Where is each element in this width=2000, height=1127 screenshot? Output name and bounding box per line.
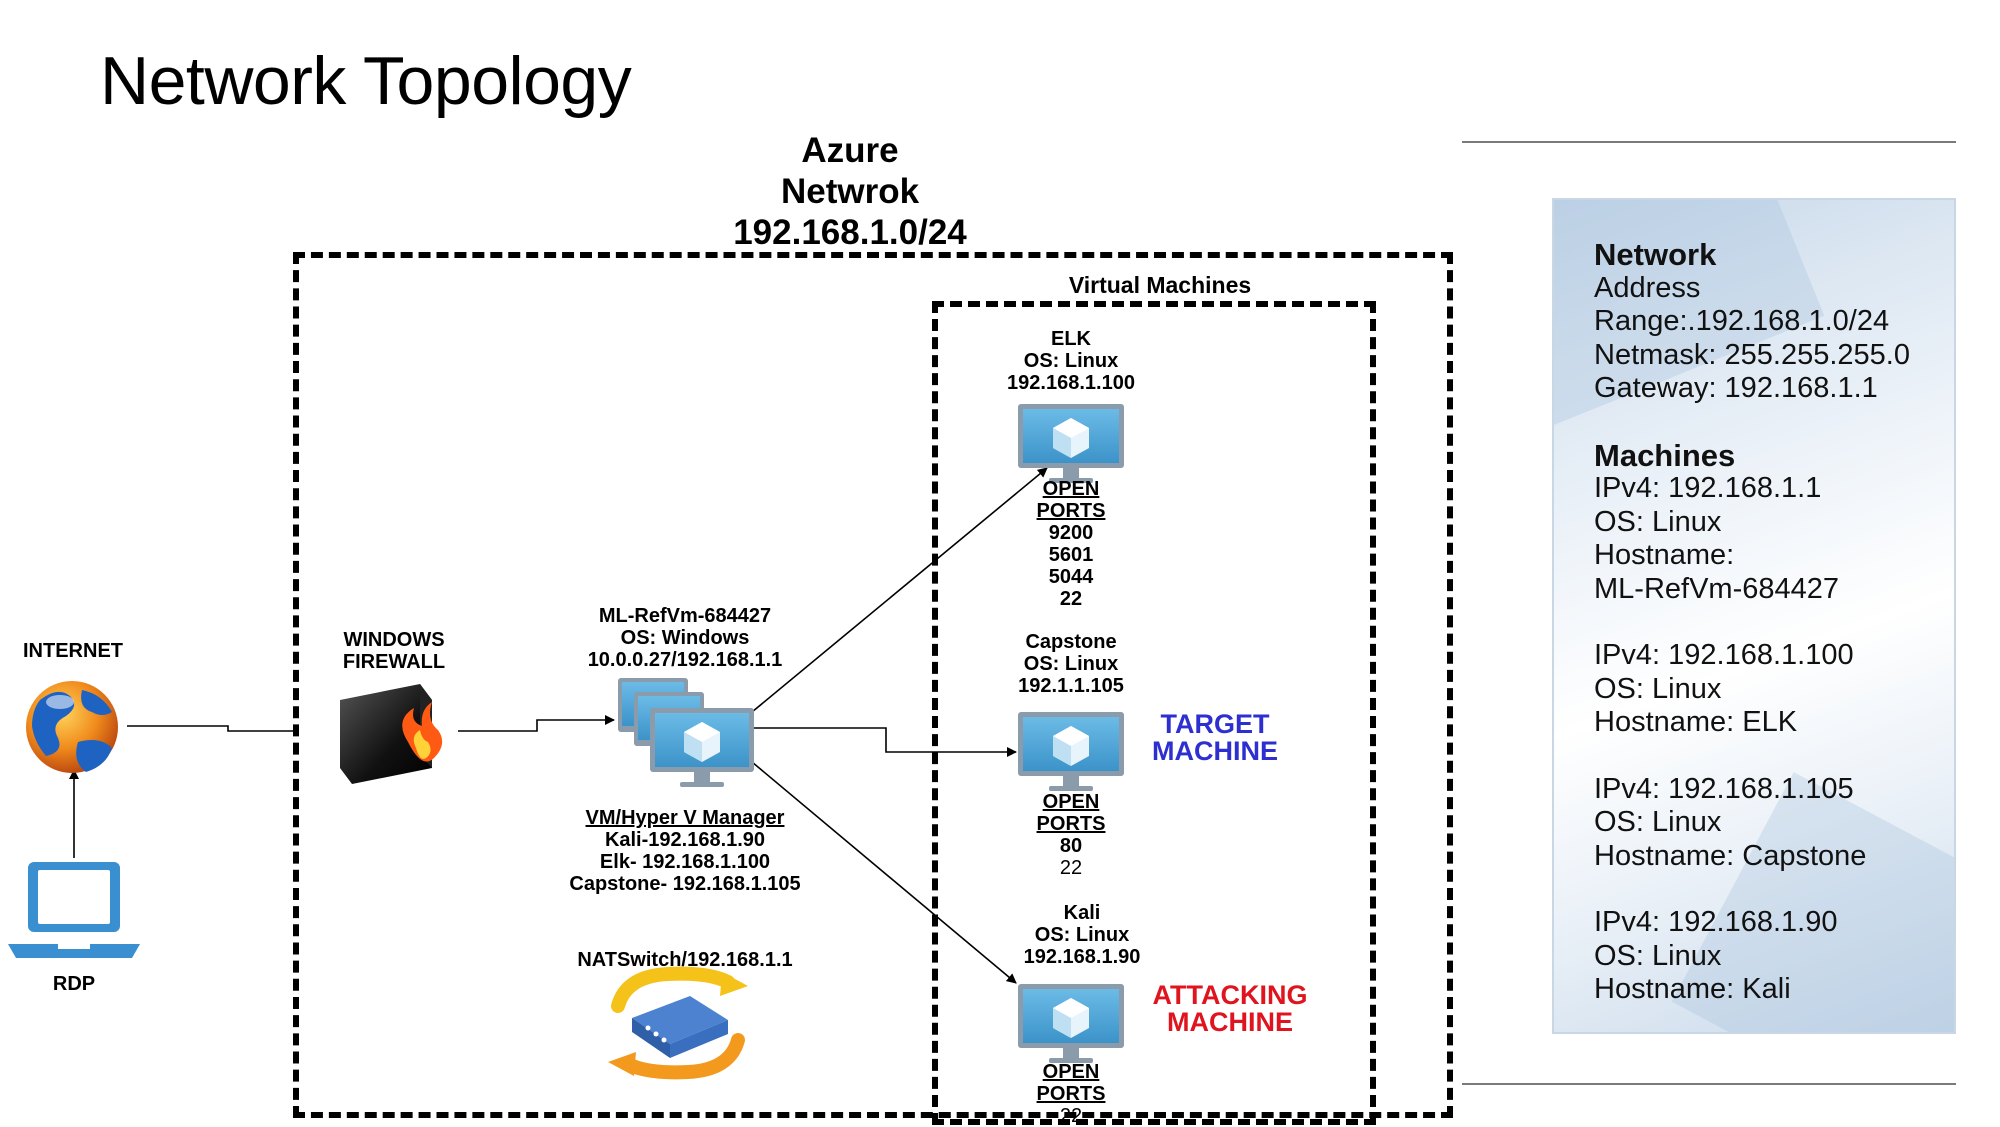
machine-line: IPv4: 192.168.1.1	[1594, 472, 1822, 504]
machine-line: OS: Linux	[1594, 806, 1722, 838]
internet-label: INTERNET	[23, 640, 123, 662]
hyperv-manager-label: VM/Hyper V Manager Kali-192.168.1.90 Elk…	[530, 807, 840, 895]
kali-ip: 192.168.1.90	[1023, 946, 1141, 968]
machines-heading: Machines	[1594, 437, 1736, 473]
kali-ports-label-1: OPEN	[1042, 1061, 1100, 1083]
network-title: Azure Netwrok 192.168.1.0/24	[620, 130, 1080, 253]
machine-line: IPv4: 192.168.1.105	[1594, 772, 1854, 805]
monitor-icon-capstone	[1018, 712, 1124, 791]
elk-os: OS: Linux	[1023, 350, 1119, 372]
machine-line: IPv4: 192.168.1.90	[1594, 906, 1838, 938]
link-internet-firewall	[127, 725, 296, 732]
kali-ports: OPEN PORTS 22	[1011, 1061, 1131, 1127]
link-host-kali	[751, 761, 1017, 984]
machine-line: Hostname: ELK	[1594, 706, 1798, 738]
machine-line: Hostname: Capstone	[1594, 839, 1867, 872]
host-os: OS: Windows	[620, 627, 750, 649]
connection-lines	[69, 467, 1048, 984]
virtual-machines-boundary	[932, 301, 1376, 1125]
capstone-port: 80	[1059, 835, 1083, 857]
hyperv-manager-line: Elk- 192.168.1.100	[599, 851, 771, 873]
firewall-label: WINDOWS FIREWALL	[320, 629, 468, 673]
natswitch-label: NATSwitch/192.168.1.1	[577, 949, 793, 971]
elk-port: 22	[1059, 588, 1083, 610]
network-title-line1: Azure	[801, 131, 899, 170]
network-line: Range:.192.168.1.0/24	[1594, 305, 1890, 337]
elk-port: 9200	[1048, 522, 1094, 544]
capstone-name: Capstone	[1025, 631, 1117, 653]
firewall-label-line2: FIREWALL	[342, 651, 446, 673]
attacking-machine-tag: ATTACKING MACHINE	[1130, 982, 1330, 1036]
network-title-line3: 192.168.1.0/24	[733, 213, 967, 252]
divider-bottom	[1462, 1083, 1956, 1085]
globe-icon	[26, 681, 118, 773]
kali-name: Kali	[1063, 902, 1101, 924]
elk-label: ELK OS: Linux 192.168.1.100	[971, 328, 1171, 394]
elk-ports-label-1: OPEN	[1042, 478, 1100, 500]
elk-name: ELK	[1051, 328, 1091, 350]
capstone-ip: 192.1.1.105	[1018, 675, 1124, 697]
capstone-ports: OPEN PORTS 80 22	[1011, 791, 1131, 879]
capstone-port: 22	[1059, 857, 1083, 879]
capstone-ports-label-2: PORTS	[1036, 813, 1106, 835]
virtual-machines-label: Virtual Machines	[1068, 272, 1252, 298]
hyperv-manager-line: Capstone- 192.168.1.105	[569, 873, 801, 895]
kali-os: OS: Linux	[1034, 924, 1130, 946]
elk-port: 5601	[1048, 544, 1094, 566]
firewall-label-line1: WINDOWS	[343, 629, 445, 651]
elk-port: 5044	[1048, 566, 1094, 588]
capstone-os: OS: Linux	[1023, 653, 1119, 675]
vm-stack-icon	[618, 678, 754, 787]
azure-network-boundary	[293, 252, 1453, 1118]
monitor-icon-kali	[1018, 984, 1124, 1063]
hyperv-manager-title: VM/Hyper V Manager	[585, 807, 785, 829]
machine-line: OS: Linux	[1594, 505, 1722, 538]
machine-line: Hostname: Kali	[1594, 973, 1791, 1005]
attacking-tag-line1: ATTACKING	[1152, 980, 1308, 1010]
capstone-label: Capstone OS: Linux 192.1.1.105	[971, 631, 1171, 697]
target-tag-line1: TARGET	[1160, 709, 1270, 739]
firewall-icon	[340, 684, 443, 784]
elk-ports-label-2: PORTS	[1036, 500, 1106, 522]
switch-icon	[608, 966, 748, 1080]
attacking-tag-line2: MACHINE	[1167, 1007, 1293, 1037]
info-panel: Network Address Range:.192.168.1.0/24 Ne…	[1552, 198, 1956, 1034]
network-line: Gateway: 192.168.1.1	[1594, 372, 1878, 404]
machine-line: ML-RefVm-684427	[1594, 572, 1839, 605]
machine-line: OS: Linux	[1594, 939, 1722, 972]
network-line: Netmask: 255.255.255.0	[1594, 338, 1910, 371]
kali-ports-label-2: PORTS	[1036, 1083, 1106, 1105]
host-label: ML-RefVm-684427 OS: Windows 10.0.0.27/19…	[540, 605, 830, 671]
link-host-elk	[751, 467, 1048, 713]
capstone-ports-label-1: OPEN	[1042, 791, 1100, 813]
machine-line: Hostname:	[1594, 539, 1735, 571]
kali-label: Kali OS: Linux 192.168.1.90	[982, 902, 1182, 968]
target-machine-tag: TARGET MACHINE	[1130, 711, 1300, 765]
machine-line: IPv4: 192.168.1.100	[1594, 639, 1854, 671]
machine-line: OS: Linux	[1594, 672, 1722, 705]
host-name: ML-RefVm-684427	[598, 605, 772, 627]
network-line: Address	[1594, 271, 1701, 304]
rdp-label: RDP	[52, 973, 96, 995]
link-firewall-host	[458, 715, 615, 732]
laptop-icon	[8, 862, 140, 958]
network-title-line2: Netwrok	[780, 172, 920, 211]
kali-port: 22	[1059, 1105, 1083, 1127]
hyperv-manager-line: Kali-192.168.1.90	[604, 829, 766, 851]
info-text: Network Address Range:.192.168.1.0/24 Ne…	[1594, 238, 1910, 1007]
network-heading: Network	[1594, 237, 1717, 272]
target-tag-line2: MACHINE	[1152, 736, 1278, 766]
elk-ip: 192.168.1.100	[1007, 372, 1135, 394]
elk-ports: OPEN PORTS 9200 5601 5044 22	[1011, 478, 1131, 610]
slide-title: Network Topology	[100, 43, 632, 119]
link-host-capstone	[752, 727, 1017, 757]
divider-top	[1462, 141, 1956, 143]
monitor-icon-elk	[1018, 404, 1124, 483]
host-ip: 10.0.0.27/192.168.1.1	[587, 649, 783, 671]
